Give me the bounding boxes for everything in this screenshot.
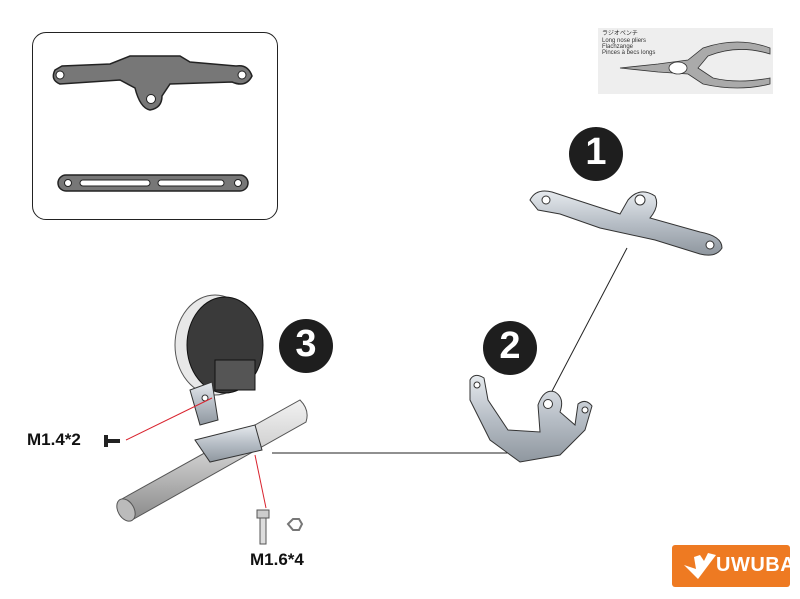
tool-name-ja: ラジオペンチ xyxy=(602,31,638,37)
step-number-1: 1 xyxy=(585,131,607,173)
step-badge-1 xyxy=(569,127,623,181)
flat-strap xyxy=(57,174,249,192)
screw-small-icon xyxy=(104,435,120,447)
bracket-part-2 xyxy=(469,374,593,463)
lamp-assembly xyxy=(116,294,308,522)
connector-line-1-2 xyxy=(549,247,628,396)
logo-mark-icon xyxy=(684,553,716,579)
leader-line-small-screw xyxy=(125,397,213,441)
flat-parts-inset xyxy=(32,32,278,220)
tool-name-de: Flachzange xyxy=(602,44,634,50)
leader-line-large-screw xyxy=(254,454,267,509)
screw-label-large: M1.6*4 xyxy=(250,550,304,569)
tool-name-fr: Pinces à becs longs xyxy=(602,50,656,56)
step-badge-2 xyxy=(483,321,537,375)
tool-name-en: Long nose pliers xyxy=(602,38,647,44)
brand-name: UWUBA xyxy=(716,554,796,576)
flat-bracket-top xyxy=(52,55,253,111)
bracket-part-1 xyxy=(529,190,723,256)
pliers-icon xyxy=(619,41,771,89)
step-number-2: 2 xyxy=(499,325,521,367)
nut-icon xyxy=(286,518,304,531)
screw-large-icon xyxy=(256,509,270,545)
screw-label-small: M1.4*2 xyxy=(27,430,81,449)
tool-panel-pliers: ラジオペンチ Long nose pliers Flachzange Pince… xyxy=(598,28,773,94)
step-badge-3 xyxy=(279,319,333,373)
brand-logo: UWUBA xyxy=(672,545,795,587)
step-number-3: 3 xyxy=(295,323,317,365)
